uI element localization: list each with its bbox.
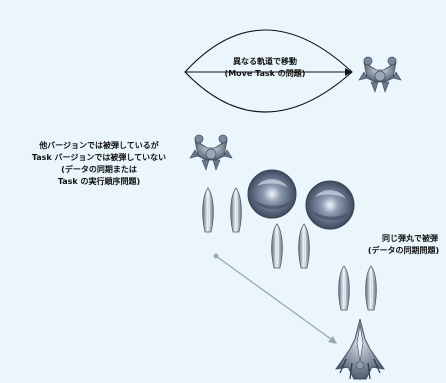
orbit-arrowhead (345, 68, 352, 76)
hit-label-line2: Task バージョンでは被弾していない (31, 153, 167, 162)
enemy-ship-icon (189, 134, 233, 171)
trajectory-arrowhead (328, 336, 337, 344)
enemy-ship-icon (358, 56, 402, 93)
bullet-icon (202, 187, 214, 233)
player-ship-icon (335, 318, 385, 380)
same-bullet-line2: (データの同期問題) (367, 246, 440, 255)
bullet-icon (365, 265, 377, 311)
explosion-icon (247, 169, 297, 219)
bullet-icon (298, 223, 310, 269)
hit-label-line1: 他バージョンでは被弾しているが (39, 141, 159, 150)
orbit-title: 異なる軌道で移動 (233, 57, 297, 66)
explosion-icon (305, 180, 355, 230)
same-bullet-line1: 同じ弾丸で被弾 (382, 234, 438, 243)
trajectory-start-dot (213, 253, 219, 259)
orbit-subtitle: (Move Task の問題) (224, 69, 306, 78)
hit-label-line4: Task の実行順序問題) (57, 177, 141, 186)
hit-label-line3: (データの同期または (61, 165, 137, 174)
bullet-icon (271, 223, 283, 269)
bullet-icon (230, 187, 242, 233)
bullet-icon (338, 265, 350, 311)
trajectory-line (215, 255, 336, 343)
